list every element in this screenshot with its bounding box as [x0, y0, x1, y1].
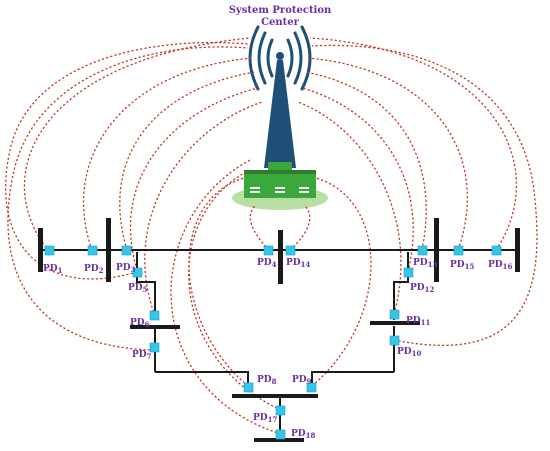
bus-left: [106, 218, 111, 282]
label-pd5: PD5: [128, 283, 148, 294]
link-pd8: [188, 177, 249, 387]
wave-right-2: [293, 31, 303, 85]
device-pd14: [285, 245, 296, 256]
link-pd4: [249, 204, 270, 251]
device-pd7: [149, 342, 160, 353]
wave-right-1: [286, 38, 294, 78]
label-pd3: PD3: [116, 263, 136, 274]
device-pd15: [453, 245, 464, 256]
label-pd6: PD6: [130, 318, 150, 329]
link-pd12: [301, 87, 414, 273]
device-pd13: [417, 245, 428, 256]
protection-devices: [44, 245, 502, 440]
wave-left-2: [257, 31, 267, 85]
link-pd10: [311, 44, 538, 346]
device-pd5: [132, 267, 143, 278]
bus-lower-right: [370, 321, 420, 325]
control-center-icon: [232, 162, 328, 210]
link-pd13: [304, 71, 427, 251]
wave-left-1: [266, 38, 274, 78]
label-pd8: PD8: [257, 375, 277, 386]
device-pd17: [275, 405, 286, 416]
line-left-bottom: [155, 371, 249, 392]
tower-icon: [248, 25, 312, 168]
device-pd16: [491, 245, 502, 256]
link-pd18: [170, 159, 282, 435]
link-pd5: [129, 87, 259, 271]
bus-center: [278, 230, 283, 284]
link-pd2: [82, 57, 253, 251]
bus-lower-left: [130, 325, 180, 329]
line-left-down: [136, 252, 156, 316]
communication-links: [5, 37, 538, 435]
device-pd9: [306, 382, 317, 393]
link-pd15: [307, 57, 468, 251]
tower-mast: [264, 60, 296, 168]
title-line-2: Center: [261, 17, 300, 28]
device-pd10: [389, 335, 400, 346]
device-pd3: [121, 245, 132, 256]
busbars: [38, 218, 520, 442]
link-pd7: [7, 46, 249, 351]
device-pd11: [389, 309, 400, 320]
antenna-top: [276, 52, 284, 60]
bus-bottom-end: [254, 438, 304, 442]
building-left: [244, 170, 268, 198]
building-roofline: [244, 170, 316, 174]
label-pd15: PD15: [450, 260, 474, 271]
label-pd4: PD4: [257, 258, 277, 269]
device-pd8: [243, 382, 254, 393]
building-right: [292, 170, 316, 198]
bus-right: [434, 218, 439, 282]
device-pd2: [87, 245, 98, 256]
label-pd16: PD16: [488, 260, 512, 271]
line-right-down: [393, 252, 409, 320]
device-labels: PD1 PD2 PD3 PD4 PD5 PD6 PD7 PD8 PD9 PD10…: [43, 258, 512, 440]
label-pd12: PD12: [410, 283, 434, 294]
label-pd10: PD10: [397, 347, 421, 358]
link-pd17: [188, 171, 282, 411]
label-pd14: PD14: [286, 258, 310, 269]
label-pd17: PD17: [253, 413, 277, 424]
device-pd18: [275, 429, 286, 440]
link-pd14: [289, 204, 311, 251]
bus-right-end: [515, 228, 520, 272]
device-pd4: [263, 245, 274, 256]
label-pd1: PD1: [43, 264, 63, 275]
device-pd12: [403, 267, 414, 278]
label-pd13: PD13: [413, 258, 437, 269]
bus-bottom: [232, 394, 318, 398]
label-pd2: PD2: [84, 264, 104, 275]
link-pd1: [23, 37, 251, 252]
wave-right-3: [300, 25, 312, 91]
device-pd1: [44, 245, 55, 256]
link-pd16: [309, 37, 518, 251]
link-pd11: [297, 101, 402, 315]
bus-left-end: [38, 228, 43, 272]
line-right-bottom: [311, 371, 394, 392]
label-pd7: PD7: [132, 350, 152, 361]
label-pd9: PD9: [292, 375, 312, 386]
title-line-1: System Protection: [229, 5, 332, 16]
link-pd9: [311, 177, 372, 387]
device-pd6: [149, 310, 160, 321]
label-pd18: PD18: [291, 429, 315, 440]
label-pd11: PD11: [406, 316, 430, 327]
link-pd5-outer: [5, 41, 249, 280]
link-pd6: [144, 101, 263, 317]
